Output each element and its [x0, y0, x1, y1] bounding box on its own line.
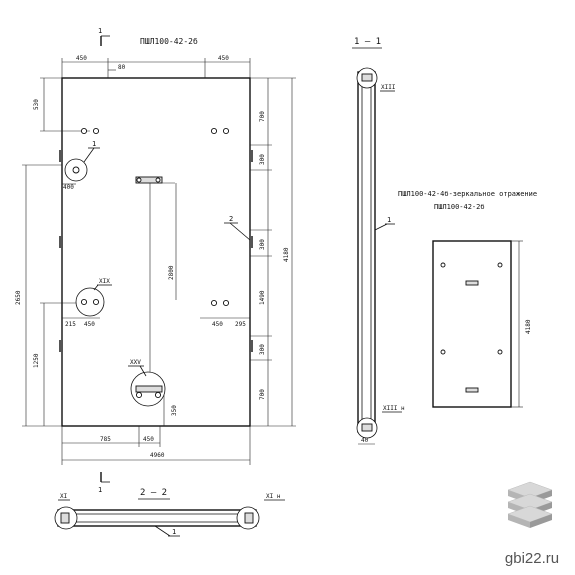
- dim-bottom-hole: 350: [171, 405, 178, 416]
- node2-leader: [229, 222, 251, 241]
- section-1-1-label-bottom: XIII н: [383, 405, 405, 412]
- hole: [222, 299, 230, 307]
- embedded-plate-right: [249, 150, 253, 162]
- dim-hole-right-a: 450: [212, 321, 223, 328]
- hole: [154, 391, 162, 399]
- hole: [80, 298, 88, 306]
- dim-right-total: 4180: [283, 247, 290, 262]
- dim-top-left: 450: [76, 55, 87, 62]
- left-embed: [60, 512, 70, 524]
- section-2-2-label-left: XI: [60, 493, 68, 500]
- hole: [210, 299, 218, 307]
- hole: [222, 127, 230, 135]
- section-mark-top: 1: [98, 27, 102, 35]
- dim-right-300-c: 300: [259, 344, 266, 355]
- dim-hole-left-a: 215: [65, 321, 76, 328]
- section-2-2-outline: [57, 509, 257, 527]
- hole: [440, 349, 446, 355]
- embedded-plate-left: [59, 150, 63, 162]
- hole: [440, 262, 446, 268]
- xix-leader: [93, 284, 99, 291]
- embedded-plate-left: [59, 236, 63, 248]
- dim-right-700-bot: 700: [259, 389, 266, 400]
- hole: [155, 177, 161, 183]
- bottom-slot: [135, 385, 163, 393]
- node2-label: 2: [229, 215, 233, 223]
- dim-top-small: 80: [118, 64, 126, 71]
- part-leader: [374, 223, 388, 231]
- mirror-slot: [465, 387, 479, 393]
- right-embed: [244, 512, 254, 524]
- section-1-1-label-top: XIII: [381, 84, 396, 91]
- dim-top-right: 450: [218, 55, 229, 62]
- embedded-plate-right: [249, 236, 253, 248]
- section-1-1-part: 1: [387, 216, 391, 224]
- xxv-leader: [139, 365, 147, 377]
- node1-leader: [83, 147, 95, 163]
- xix-label: XIX: [99, 278, 110, 285]
- section-1-1: 1 – 1 XIII XIII н 1 40: [352, 37, 405, 445]
- mirror-title-2: ПШЛ100-42-2б: [434, 203, 485, 211]
- section-mark-bottom: 1: [98, 486, 102, 494]
- top-embed: [361, 73, 373, 82]
- slab-outline: [61, 77, 251, 427]
- dim-node1: 400: [63, 184, 74, 191]
- hole: [135, 391, 143, 399]
- mirror-dim-right: 4180: [525, 319, 532, 334]
- main-view-title: ПШЛ100-42-2б: [140, 36, 198, 46]
- mirror-title-1: ПШЛ100-42-4б-зеркальное отражение: [398, 190, 537, 198]
- section-2-2: 2 – 2 XI XI н 1: [54, 488, 285, 537]
- detail-node-xix: [75, 287, 105, 317]
- main-view: ПШЛ100-42-2б 1 1 450 450 80 530 2650 125…: [15, 27, 296, 494]
- mirror-slab-outline: [432, 240, 512, 408]
- dim-right-300-a: 300: [259, 154, 266, 165]
- section-1-1-dim-bottom: 40: [361, 437, 369, 444]
- section-1-1-title: 1 – 1: [354, 37, 381, 47]
- section-2-2-label-right: XI н: [266, 493, 281, 500]
- watermark-text[interactable]: gbi22.ru: [504, 550, 560, 567]
- section-2-2-part: 1: [172, 528, 176, 536]
- node1-label: 1: [92, 140, 96, 148]
- hole: [136, 177, 142, 183]
- dim-right-300-b: 300: [259, 239, 266, 250]
- dim-hole-right-b: 295: [235, 321, 246, 328]
- dim-center-height: 2800: [168, 265, 175, 280]
- dim-right-1490: 1490: [259, 290, 266, 305]
- embedded-plate-right: [249, 340, 253, 352]
- dim-left-total: 2650: [15, 290, 22, 305]
- dim-bottom-a: 785: [100, 436, 111, 443]
- xxv-label: XXV: [130, 359, 141, 366]
- hole: [497, 262, 503, 268]
- hole: [92, 298, 100, 306]
- mirror-slot: [465, 280, 479, 286]
- hole: [80, 127, 88, 135]
- embedded-plate-left: [59, 340, 63, 352]
- hole: [497, 349, 503, 355]
- dim-left-top: 530: [33, 99, 40, 110]
- lifting-hole: [72, 166, 80, 174]
- dim-right-700-top: 700: [259, 111, 266, 122]
- dim-overall-width: 4960: [150, 452, 165, 459]
- dim-hole-left-b: 450: [84, 321, 95, 328]
- section-1-1-outline: [357, 71, 376, 433]
- hole: [210, 127, 218, 135]
- bottom-embed: [361, 423, 373, 432]
- hole: [92, 127, 100, 135]
- watermark[interactable]: gbi22.ru: [497, 548, 567, 567]
- dim-left-lower: 1250: [33, 353, 40, 368]
- part-leader: [154, 525, 171, 537]
- section-2-2-title: 2 – 2: [140, 488, 167, 498]
- stacked-slabs-logo-icon: [507, 481, 553, 528]
- dim-bottom-b: 450: [143, 436, 154, 443]
- center-slot: [135, 176, 163, 184]
- mirror-view: ПШЛ100-42-4б-зеркальное отражение ПШЛ100…: [398, 190, 537, 408]
